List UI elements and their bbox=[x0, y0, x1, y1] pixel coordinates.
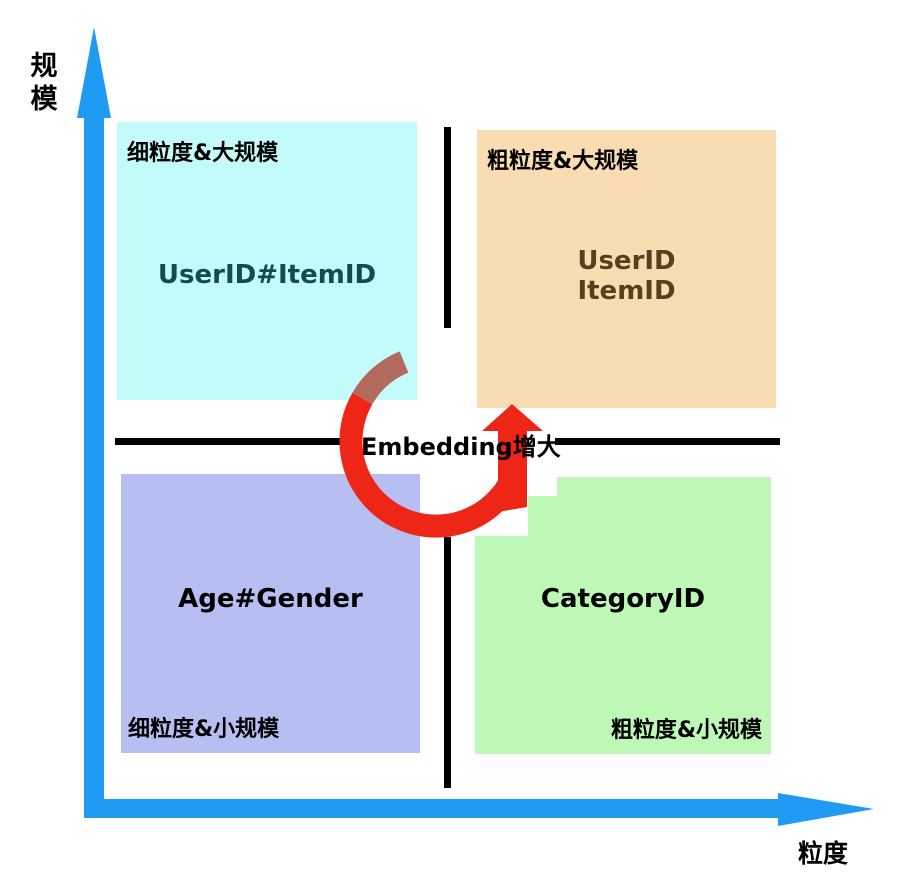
quadrant-corner-label: 细粒度&小规模 bbox=[128, 717, 280, 742]
y-axis-label: 规模 bbox=[30, 51, 58, 115]
feature-line-1: UserID bbox=[577, 246, 676, 276]
x-axis-label: 粒度 bbox=[798, 839, 849, 868]
quadrant-feature-label: Age#Gender bbox=[178, 584, 363, 614]
quadrant-feature-label: UserID ItemID bbox=[477, 246, 776, 306]
x-axis-shaft bbox=[84, 799, 780, 818]
quadrant-feature-label: CategoryID bbox=[540, 584, 706, 614]
quadrant-fine-small: Age#Gender 细粒度&小规模 bbox=[121, 474, 420, 753]
quadrant-coarse-large: 粗粒度&大规模 UserID ItemID bbox=[477, 130, 776, 408]
feature-line-2: ItemID bbox=[577, 276, 676, 306]
divider-vertical-top bbox=[444, 127, 451, 328]
quadrant-corner-label: 粗粒度&小规模 bbox=[610, 718, 762, 743]
quadrant-feature-label: UserID#ItemID bbox=[157, 260, 377, 290]
quadrant-corner-label: 细粒度&大规模 bbox=[127, 141, 279, 166]
divider-horizontal-right bbox=[555, 438, 780, 445]
y-axis-shaft bbox=[84, 110, 104, 818]
divider-vertical-bottom bbox=[444, 537, 451, 788]
quadrant-coarse-small: CategoryID 粗粒度&小规模 bbox=[475, 477, 771, 754]
quadrant-fine-large: 细粒度&大规模 UserID#ItemID bbox=[117, 122, 417, 400]
embedding-growth-label: Embedding增大 bbox=[361, 433, 561, 461]
quadrant-corner-label: 粗粒度&大规模 bbox=[487, 149, 639, 174]
y-axis-arrowhead-icon bbox=[77, 27, 111, 118]
divider-horizontal-left bbox=[115, 438, 352, 445]
x-axis-arrowhead-icon bbox=[778, 793, 874, 826]
